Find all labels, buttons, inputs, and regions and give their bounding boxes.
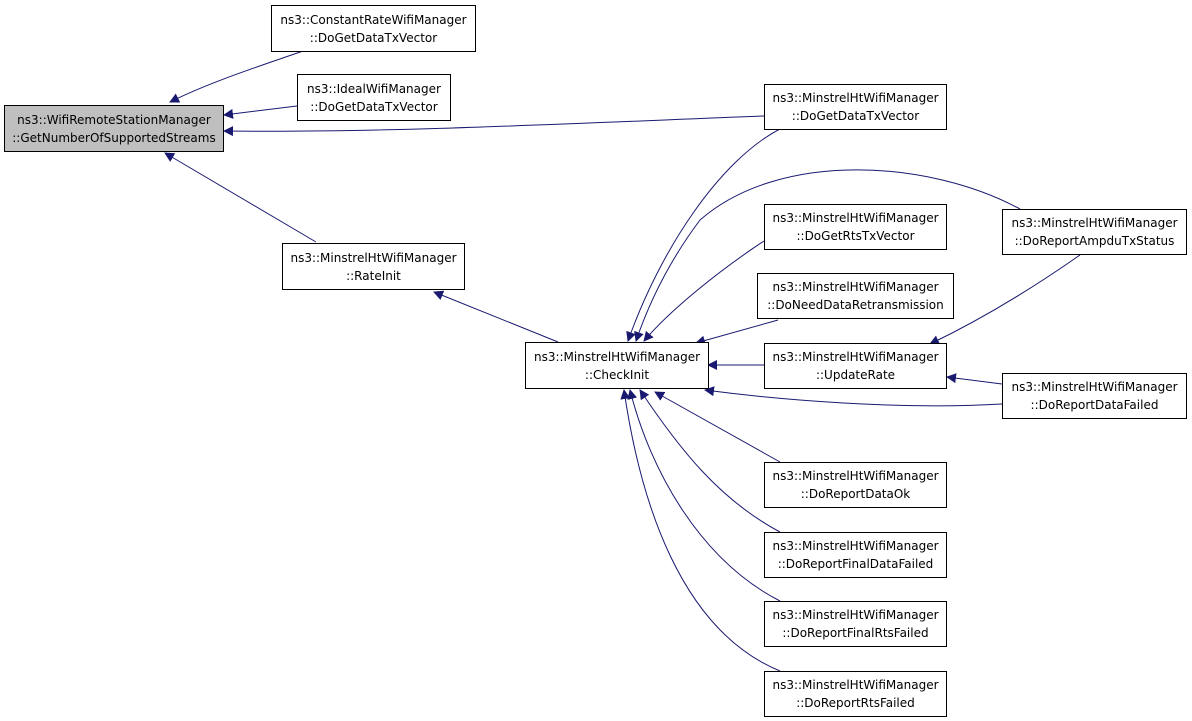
edge-dogetdata-to-root — [223, 115, 765, 137]
edge-ampdu-to-checkinit — [634, 169, 1021, 342]
node-minstrel-dogetdatatxvector[interactable]: ns3::MinstrelHtWifiManager ::DoGetDataTx… — [764, 84, 947, 130]
node-line2: ::DoReportDataFailed — [1030, 398, 1159, 412]
edge-dogetrts-to-checkinit — [643, 240, 765, 342]
edge-checkinit-to-rateinit — [433, 290, 559, 343]
edge-dogetdata-to-checkinit — [626, 128, 781, 342]
edge-rtsfail-to-checkinit — [620, 389, 781, 672]
edge-finalrts-to-checkinit — [627, 389, 781, 602]
node-line2: ::DoReportAmpduTxStatus — [1014, 234, 1175, 248]
node-doreportfinalrtsfailed[interactable]: ns3::MinstrelHtWifiManager ::DoReportFin… — [764, 601, 947, 647]
node-line2: ::DoReportDataOk — [800, 487, 911, 501]
node-line1: ns3::MinstrelHtWifiManager — [290, 250, 457, 265]
node-line2: ::RateInit — [346, 268, 401, 283]
node-doreportrtsfailed[interactable]: ns3::MinstrelHtWifiManager ::DoReportRts… — [764, 671, 947, 717]
node-getnumberofsupportedstreams: ns3::WifiRemoteStationManager ::GetNumbe… — [4, 105, 224, 152]
node-line1: ns3::MinstrelHtWifiManager — [772, 350, 939, 364]
node-idealwifimanager-dogetdatatxvector[interactable]: ns3::IdealWifiManager ::DoGetDataTxVecto… — [297, 74, 451, 121]
node-line2: ::DoGetRtsTxVector — [796, 229, 915, 243]
node-dogetrtstxvector[interactable]: ns3::MinstrelHtWifiManager ::DoGetRtsTxV… — [764, 204, 947, 250]
node-line1: ns3::MinstrelHtWifiManager — [772, 539, 939, 553]
node-line1: ns3::MinstrelHtWifiManager — [533, 349, 701, 364]
node-line1: ns3::ConstantRateWifiManager — [280, 12, 467, 27]
node-line1: ns3::MinstrelHtWifiManager — [772, 469, 939, 483]
node-line1: ns3::MinstrelHtWifiManager — [1011, 216, 1178, 230]
node-doreportfinaldatafailed[interactable]: ns3::MinstrelHtWifiManager ::DoReportFin… — [764, 532, 947, 578]
edge-constrate-to-root — [169, 50, 304, 103]
node-constantratewifimanager-dogetdatatxvector[interactable]: ns3::ConstantRateWifiManager ::DoGetData… — [271, 5, 476, 52]
node-line1: ns3::IdealWifiManager — [307, 81, 441, 96]
edge-datafailed-to-updaterate — [946, 373, 1003, 385]
node-line2: ::GetNumberOfSupportedStreams — [12, 130, 216, 145]
node-line2: ::DoReportFinalDataFailed — [777, 557, 934, 571]
edge-dataok-to-checkinit — [654, 391, 781, 463]
node-line2: ::DoReportFinalRtsFailed — [782, 626, 929, 640]
node-doreportdataok[interactable]: ns3::MinstrelHtWifiManager ::DoReportDat… — [764, 462, 947, 508]
edge-ideal-to-root — [223, 105, 298, 119]
node-line2: ::UpdateRate — [815, 368, 896, 382]
node-line1: ns3::MinstrelHtWifiManager — [772, 678, 939, 692]
edge-finaldata-to-checkinit — [639, 389, 781, 533]
node-line1: ns3::MinstrelHtWifiManager — [772, 91, 939, 105]
node-line2: ::CheckInit — [584, 367, 650, 382]
edge-datafailed-to-checkinit — [704, 386, 1003, 407]
node-doneeddataretransmission[interactable]: ns3::MinstrelHtWifiManager ::DoNeedDataR… — [757, 273, 954, 319]
node-line2: ::DoGetDataTxVector — [310, 99, 438, 114]
node-rateinit[interactable]: ns3::MinstrelHtWifiManager ::RateInit — [282, 243, 465, 290]
node-line2: ::DoNeedDataRetransmission — [767, 298, 944, 312]
node-line2: ::DoReportRtsFailed — [796, 696, 915, 710]
node-line1: ns3::MinstrelHtWifiManager — [772, 280, 939, 294]
node-line1: ns3::MinstrelHtWifiManager — [772, 211, 939, 225]
edge-rateinit-to-root — [164, 152, 317, 243]
node-line1: ns3::MinstrelHtWifiManager — [1011, 380, 1178, 394]
node-doreportdatafailed[interactable]: ns3::MinstrelHtWifiManager ::DoReportDat… — [1002, 373, 1187, 419]
node-checkinit[interactable]: ns3::MinstrelHtWifiManager ::CheckInit — [525, 342, 709, 389]
node-line2: ::DoGetDataTxVector — [791, 109, 920, 123]
edge-needretx-to-checkinit — [695, 319, 779, 346]
node-updaterate[interactable]: ns3::MinstrelHtWifiManager ::UpdateRate — [764, 343, 947, 389]
node-line1: ns3::MinstrelHtWifiManager — [772, 608, 939, 622]
node-line2: ::DoGetDataTxVector — [309, 30, 438, 45]
node-line1: ns3::WifiRemoteStationManager — [17, 112, 211, 127]
edge-ampdu-to-updaterate — [929, 254, 1081, 345]
node-doreportampdutxstatus[interactable]: ns3::MinstrelHtWifiManager ::DoReportAmp… — [1002, 209, 1187, 255]
